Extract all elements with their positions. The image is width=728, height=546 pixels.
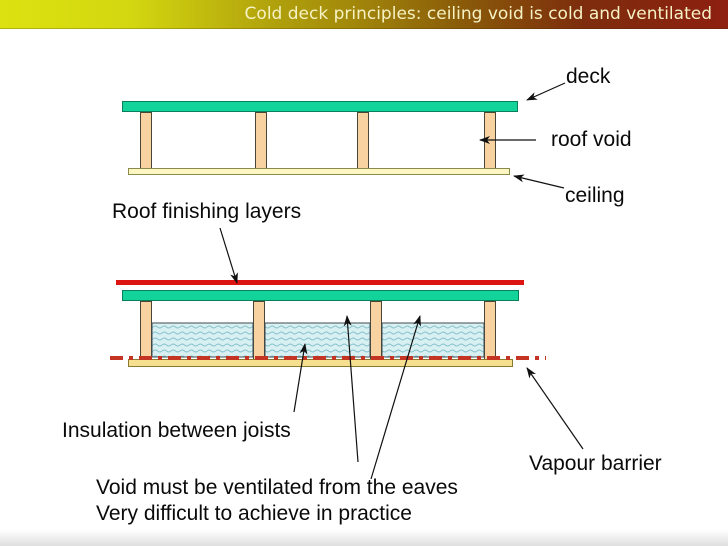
top-ceiling xyxy=(128,168,510,175)
bottom-joist-1 xyxy=(140,301,152,361)
slide-title: Cold deck principles: ceiling void is co… xyxy=(244,4,712,24)
roof-finishing-bar xyxy=(116,280,524,285)
bottom-joist-2 xyxy=(253,301,265,361)
label-roof-void: roof void xyxy=(551,128,632,151)
arrow-void-left xyxy=(343,315,359,463)
arrow-ceiling xyxy=(513,174,565,189)
bottom-deck xyxy=(122,290,519,301)
top-deck xyxy=(122,101,518,112)
insulation-panel-3 xyxy=(381,322,485,358)
label-vapour-barrier: Vapour barrier xyxy=(529,452,662,475)
title-bar: Cold deck principles: ceiling void is co… xyxy=(0,0,728,29)
bottom-ceiling xyxy=(128,359,513,367)
arrow-insulation xyxy=(293,343,308,413)
label-ceiling: ceiling xyxy=(565,184,625,207)
top-joist-1 xyxy=(140,112,152,169)
arrow-vapour-barrier xyxy=(526,367,584,450)
insulation-panel-1 xyxy=(151,322,254,358)
bottom-joist-3 xyxy=(370,301,382,361)
arrow-deck xyxy=(526,82,566,101)
arrow-roof-finishing xyxy=(219,227,238,284)
label-insulation: Insulation between joists xyxy=(62,419,291,442)
top-joist-2 xyxy=(255,112,267,169)
insulation-panel-2 xyxy=(264,322,371,358)
label-deck: deck xyxy=(566,65,611,88)
top-joist-3 xyxy=(357,112,369,169)
note-line-2: Very difficult to achieve in practice xyxy=(96,502,412,525)
top-joist-4 xyxy=(484,112,496,169)
label-roof-finishing: Roof finishing layers xyxy=(112,200,302,223)
bottom-joist-4 xyxy=(484,301,496,361)
note-line-1: Void must be ventilated from the eaves xyxy=(96,476,458,499)
